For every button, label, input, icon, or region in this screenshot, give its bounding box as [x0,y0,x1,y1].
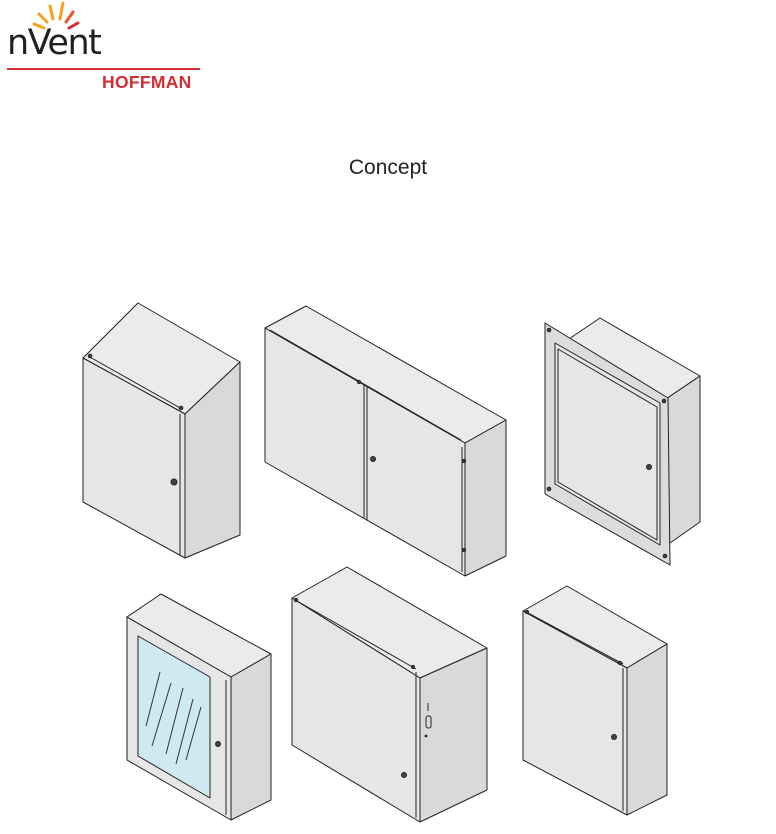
double-door-wall-enclosure [264,305,507,577]
page-title: Concept [348,156,428,179]
nvent-hoffman-logo: nVent HOFFMAN [0,0,210,100]
brand-subname: HOFFMAN [102,72,192,92]
flush-mount-flanged-enclosure [544,317,701,566]
brand-name: nVent [7,23,102,63]
large-single-door-enclosure [291,566,488,823]
sunburst-icon [32,1,80,30]
compact-single-door-enclosure [522,585,668,816]
single-door-sloped-roof-enclosure [82,302,241,559]
brand-divider [7,68,200,70]
glass-door-enclosure [126,593,272,821]
